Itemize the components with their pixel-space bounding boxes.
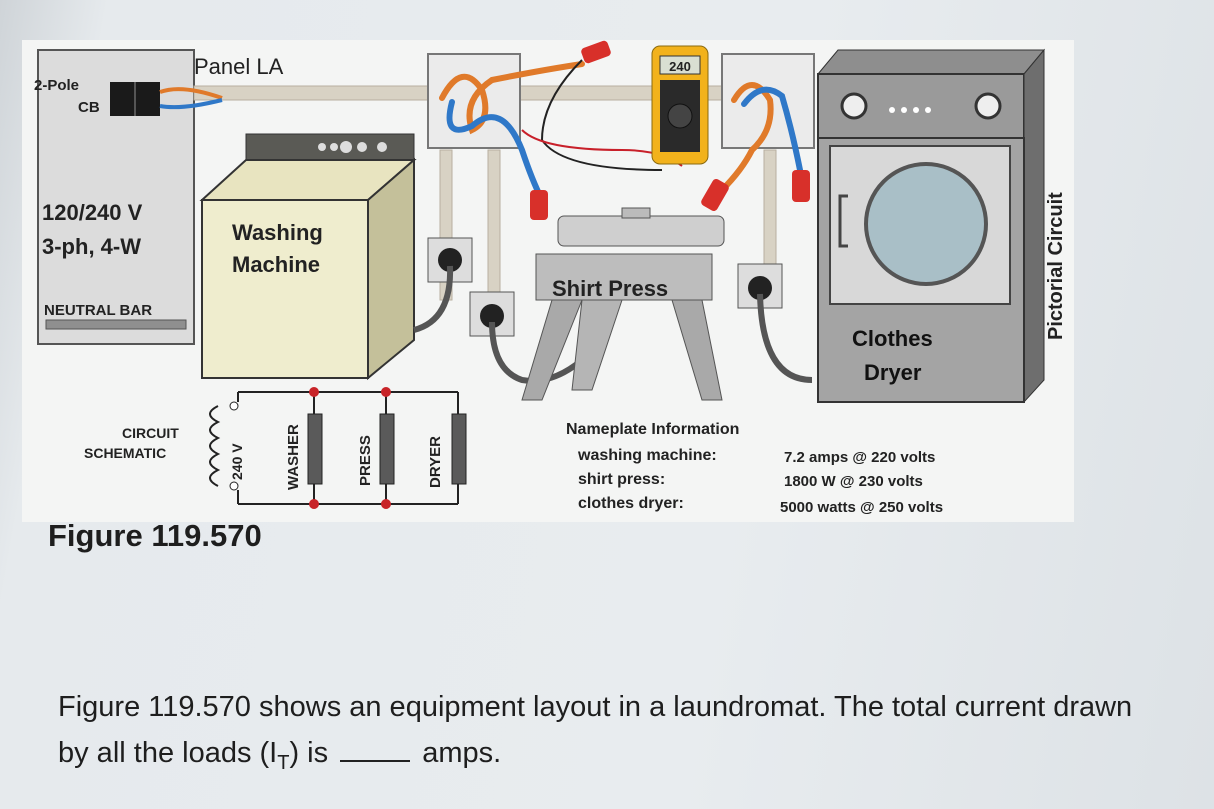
question-subscript: T (277, 751, 290, 774)
multimeter: 240 (651, 45, 709, 165)
schematic-label: CIRCUIT (122, 425, 179, 441)
washer-label-2: Machine (232, 252, 320, 277)
nameplate-row-rating: 1800 W @ 230 volts (784, 473, 923, 490)
wire-nut (530, 190, 548, 220)
laundromat-diagram: Panel LA 2-Pole CB 120/240 V 3-ph, 4-W N… (34, 40, 1067, 516)
schematic-load-washer: WASHER (285, 424, 302, 490)
transformer-coil (209, 405, 221, 487)
question-text: Figure 119.570 shows an equipment layout… (58, 684, 1148, 786)
nameplate-heading: Nameplate Information (566, 421, 739, 438)
shirt-press: Shirt Press (521, 207, 725, 401)
schematic-load-dryer: DRYER (427, 436, 444, 488)
breaker-label: 2-Pole (34, 77, 79, 94)
question-after: amps. (422, 737, 502, 769)
figure-panel: Panel LA 2-Pole CB 120/240 V 3-ph, 4-W N… (22, 40, 1074, 522)
circuit-schematic: CIRCUIT SCHEMATIC 240 V WASHER PRESS DRY… (84, 387, 467, 509)
schematic-label-2: SCHEMATIC (84, 445, 166, 461)
breaker-label-cb: CB (78, 99, 100, 116)
washer-label: Washing (232, 220, 323, 245)
nameplate-info: Nameplate Information washing machine: 7… (566, 421, 943, 516)
nameplate-row-rating: 7.2 amps @ 220 volts (784, 449, 935, 466)
panel-la: Panel LA 2-Pole CB 120/240 V 3-ph, 4-W N… (34, 49, 284, 345)
schematic-source: 240 V (229, 443, 245, 480)
nameplate-row-name: washing machine: (577, 447, 717, 464)
question-middle: ) is (289, 737, 329, 769)
neutral-bar-label: NEUTRAL BAR (44, 302, 152, 319)
figure-caption: Figure 119.570 (48, 518, 262, 553)
wires-box-2 (719, 82, 803, 193)
dryer-label-2: Dryer (864, 360, 922, 385)
pictorial-circuit-label: Pictorial Circuit (1045, 192, 1067, 340)
question-before: Figure 119.570 shows an equipment layout… (58, 691, 1133, 769)
wire-nut (701, 178, 729, 212)
schematic-load-press: PRESS (357, 435, 374, 486)
panel-voltage: 120/240 V (42, 200, 143, 225)
nameplate-row-name: clothes dryer: (578, 495, 684, 512)
nameplate-row-name: shirt press: (578, 471, 665, 488)
press-label: Shirt Press (552, 276, 668, 301)
wire-nut (581, 40, 611, 64)
answer-blank[interactable] (340, 736, 411, 762)
dryer-label: Clothes (852, 326, 933, 351)
panel-title: Panel LA (194, 54, 284, 79)
panel-phase: 3-ph, 4-W (42, 234, 141, 259)
wire-nut (792, 170, 810, 202)
neutral-bar (45, 319, 187, 330)
clothes-dryer: Clothes Dryer (816, 48, 1046, 404)
washing-machine: Washing Machine (199, 133, 417, 381)
meter-reading: 240 (669, 59, 691, 74)
nameplate-row-rating: 5000 watts @ 250 volts (780, 499, 943, 516)
wires-box-1 (439, 61, 585, 203)
